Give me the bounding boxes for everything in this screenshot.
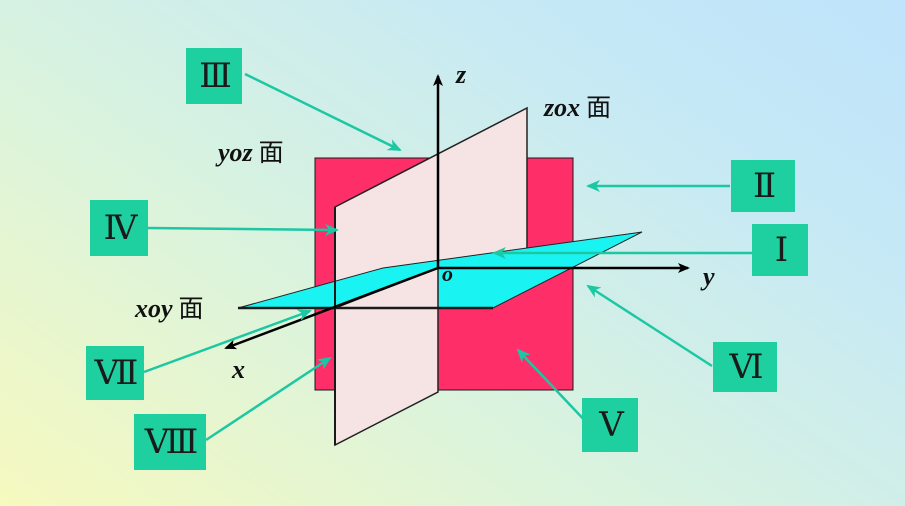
- octant-III-label: Ⅲ: [186, 48, 242, 104]
- xoy-plane-name: xoy: [135, 294, 173, 323]
- pointer-VIII: [205, 356, 332, 442]
- octant-II-label: Ⅱ: [731, 160, 795, 212]
- pointer-VI: [586, 284, 713, 368]
- z-axis-label: z: [456, 60, 467, 89]
- yoz-plane-suffix: 面: [258, 138, 284, 167]
- octant-VIII-label: Ⅷ: [134, 414, 206, 470]
- octant-IV-label: Ⅳ: [90, 200, 148, 256]
- octant-VI-label: Ⅵ: [713, 342, 777, 392]
- pointer-IV: [147, 223, 339, 236]
- octant-I-label: Ⅰ: [752, 224, 808, 276]
- yoz-plane-name: yoz: [218, 138, 253, 167]
- y-axis-label: y: [703, 262, 715, 291]
- pointer-V: [516, 348, 591, 427]
- x-axis: [224, 266, 439, 350]
- origin-label: o: [442, 261, 453, 286]
- octant-VII-label: Ⅶ: [86, 346, 144, 400]
- xoy-plane-suffix: 面: [178, 294, 204, 323]
- x-axis-label: x: [232, 355, 245, 384]
- pointer-VII: [143, 309, 312, 374]
- zox-plane-name: zox: [544, 93, 581, 122]
- pointer-III: [244, 72, 402, 152]
- octant-V-label: Ⅴ: [582, 398, 638, 452]
- zox-plane-suffix: 面: [586, 93, 612, 122]
